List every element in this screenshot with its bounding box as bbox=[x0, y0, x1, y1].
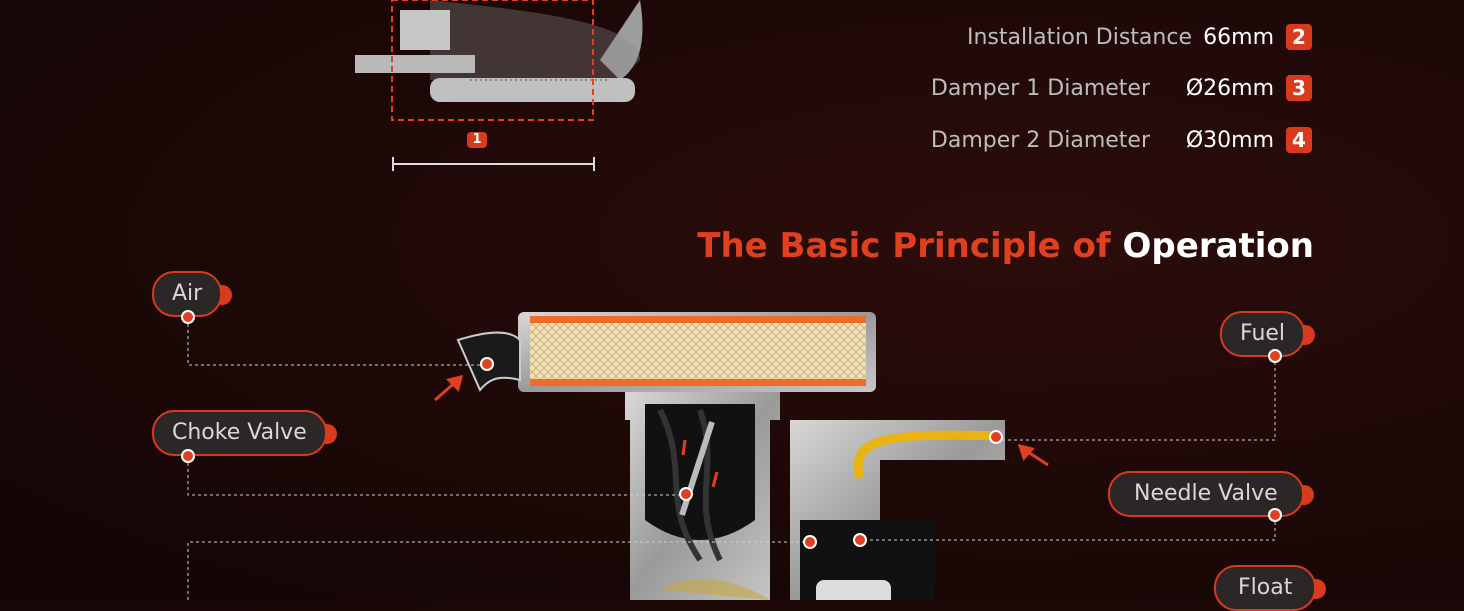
label-text: Float bbox=[1238, 575, 1293, 600]
spec-installation-distance: Installation Distance 66mm 2 bbox=[912, 24, 1312, 50]
fuel-point bbox=[989, 430, 1003, 444]
fuel-marker bbox=[1268, 349, 1282, 363]
flow-arrows bbox=[434, 374, 1049, 488]
needle-marker bbox=[1268, 508, 1282, 522]
label-text: Needle Valve bbox=[1134, 481, 1278, 506]
label-tab bbox=[1301, 485, 1314, 505]
needle-point bbox=[853, 533, 867, 547]
float-point bbox=[803, 535, 817, 549]
air-marker bbox=[181, 310, 195, 324]
spec-value: Ø30mm bbox=[1185, 127, 1274, 153]
spec-label: Damper 1 Diameter bbox=[930, 75, 1150, 101]
spec-value: Ø26mm bbox=[1185, 75, 1274, 101]
label-text: Choke Valve bbox=[172, 420, 307, 445]
label-fuel: Fuel bbox=[1220, 311, 1316, 357]
spec-value: 66mm bbox=[1203, 24, 1274, 50]
dimension-badge: 1 bbox=[467, 132, 487, 148]
dimension-box bbox=[391, 0, 594, 121]
title-part1: The Basic Principle of bbox=[697, 226, 1123, 266]
label-tab bbox=[220, 285, 233, 305]
dimension-line bbox=[392, 157, 595, 171]
label-choke-valve: Choke Valve bbox=[152, 410, 337, 456]
spec-label: Installation Distance bbox=[966, 24, 1192, 50]
label-float: Float bbox=[1214, 565, 1327, 611]
spec-badge: 2 bbox=[1286, 24, 1312, 50]
label-tab bbox=[1303, 325, 1316, 345]
leader-lines bbox=[187, 318, 1276, 600]
label-air: Air bbox=[152, 271, 233, 317]
choke-marker bbox=[181, 449, 195, 463]
title-part2: Operation bbox=[1122, 226, 1314, 266]
label-text: Air bbox=[172, 281, 203, 306]
carburetor-cutaway bbox=[456, 312, 1005, 600]
label-text: Fuel bbox=[1240, 321, 1286, 346]
throttle-assembly-image bbox=[355, 0, 643, 102]
spec-damper-2: Damper 2 Diameter Ø30mm 4 bbox=[912, 127, 1312, 153]
spec-label: Damper 2 Diameter bbox=[930, 127, 1150, 153]
spec-badge: 3 bbox=[1286, 75, 1312, 101]
spec-badge: 4 bbox=[1286, 127, 1312, 153]
choke-point bbox=[679, 487, 693, 501]
air-point bbox=[480, 357, 494, 371]
spec-damper-1: Damper 1 Diameter Ø26mm 3 bbox=[912, 75, 1312, 101]
label-tab bbox=[1314, 579, 1327, 599]
section-title: The Basic Principle of Operation bbox=[697, 226, 1314, 266]
label-tab bbox=[324, 424, 337, 444]
